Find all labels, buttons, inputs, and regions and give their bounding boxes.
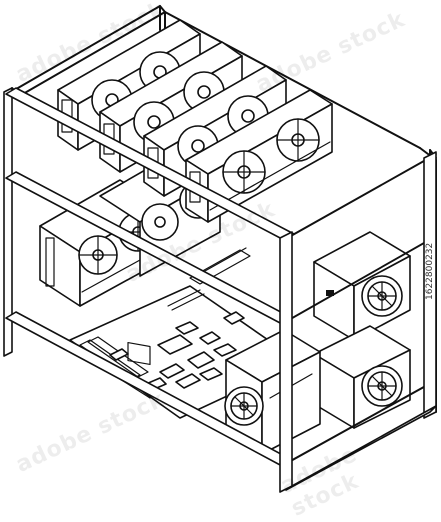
rack-front-frame bbox=[3, 87, 437, 493]
psu-upper bbox=[313, 231, 411, 341]
mining-rig-illustration bbox=[3, 5, 437, 493]
psu-front bbox=[224, 329, 321, 455]
psu-lower bbox=[313, 325, 411, 429]
stock-id-label: 1622800232 bbox=[425, 242, 435, 300]
